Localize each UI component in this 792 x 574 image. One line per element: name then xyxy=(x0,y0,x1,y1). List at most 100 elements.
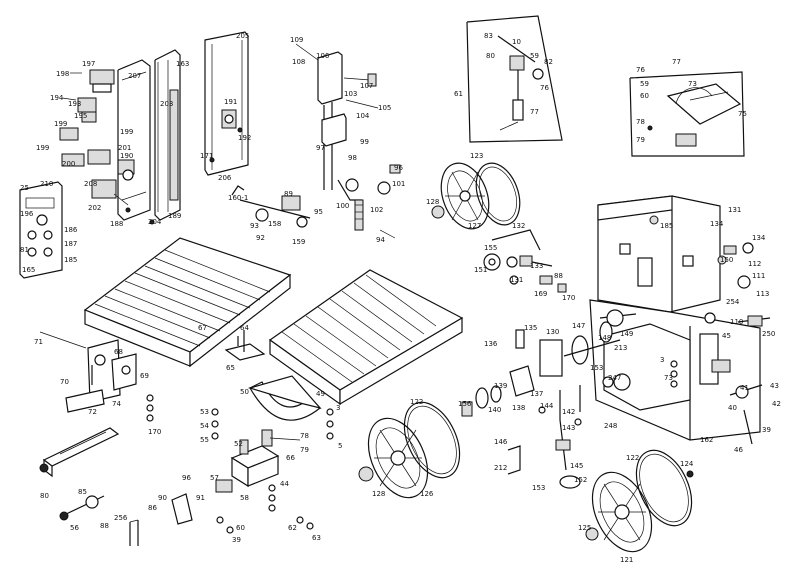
trunnion-assembly xyxy=(224,336,322,421)
part-label: 122 xyxy=(410,398,423,406)
part-label: 49 xyxy=(316,390,325,398)
part-label: 3 xyxy=(336,404,340,412)
part-label: 135 xyxy=(524,324,537,332)
part-label: 39 xyxy=(232,536,241,544)
part-label: 96 xyxy=(182,474,191,482)
part-label: 130 xyxy=(546,328,559,336)
block-202 xyxy=(91,179,117,199)
part-label: 60 xyxy=(236,524,245,532)
part-label: 131 xyxy=(510,276,523,284)
part-label: 199 xyxy=(36,144,49,152)
part-label: 191 xyxy=(224,98,237,106)
part-label: 113 xyxy=(756,290,769,298)
part-label: 165 xyxy=(22,266,35,274)
part-label: 107 xyxy=(360,82,373,90)
part-label: 106 xyxy=(316,52,330,60)
part-label: 52 xyxy=(234,440,243,448)
part-label: 156 xyxy=(458,400,472,408)
bracket-256 xyxy=(129,519,139,546)
work-table-66 xyxy=(268,269,464,406)
part-label: 153 xyxy=(590,364,603,372)
part-label: 54 xyxy=(200,422,209,430)
part-label: 73 xyxy=(664,374,673,382)
part-label: 97 xyxy=(316,144,325,152)
part-label: 188 xyxy=(110,220,123,228)
part-label: 3 xyxy=(660,356,664,364)
part-label: 71 xyxy=(34,338,43,346)
part-label: 103 xyxy=(344,90,357,98)
part-label: 63 xyxy=(312,534,321,542)
part-label: 197 xyxy=(82,60,95,68)
part-label: 212 xyxy=(494,464,507,472)
part-label: 189 xyxy=(168,212,181,220)
part-label: 169 xyxy=(534,290,547,298)
terminal-199b xyxy=(61,153,85,167)
part-label: 89 xyxy=(284,190,293,198)
part-label: 128 xyxy=(372,490,385,498)
part-label: 25 xyxy=(20,184,29,192)
part-label: 41 xyxy=(740,384,749,392)
detail-inset-75 xyxy=(629,71,745,157)
part-label: 206 xyxy=(218,174,232,182)
part-label: 109 xyxy=(290,36,303,44)
part-label: 126 xyxy=(420,490,434,498)
part-label: 162 xyxy=(700,436,713,444)
part-label: 171 xyxy=(200,152,213,160)
part-label: 68 xyxy=(114,348,123,356)
work-table-67 xyxy=(83,237,292,368)
part-label: 128 xyxy=(426,198,439,206)
part-label: 111 xyxy=(752,272,765,280)
part-label: 159 xyxy=(292,238,305,246)
part-label: 79 xyxy=(636,136,645,144)
part-label: 213 xyxy=(614,344,627,352)
mounting-plate-207 xyxy=(117,59,151,221)
part-label: 80 xyxy=(40,492,49,500)
part-label: 72 xyxy=(88,408,97,416)
part-label: 208 xyxy=(84,180,97,188)
upper-shaft-group xyxy=(483,229,567,293)
part-label: 70 xyxy=(60,378,69,386)
drive-shaft-group xyxy=(461,321,621,420)
part-label: 194 xyxy=(50,94,64,102)
part-label: 88 xyxy=(100,522,109,530)
detail-inset-81 xyxy=(466,15,563,143)
main-frame-cabinet xyxy=(589,195,771,445)
part-label: 94 xyxy=(376,236,385,244)
part-label: 151 xyxy=(474,266,487,274)
part-label: 112 xyxy=(748,260,761,268)
part-label: 104 xyxy=(356,112,370,120)
part-label: 65 xyxy=(226,364,235,372)
part-label: 248 xyxy=(604,422,617,430)
part-label: 85 xyxy=(78,488,87,496)
part-label: 139 xyxy=(494,382,507,390)
part-label: 53 xyxy=(200,408,209,416)
part-label: 92 xyxy=(256,234,265,242)
part-label: 170 xyxy=(148,428,161,436)
part-label: 93 xyxy=(250,222,259,230)
upper-wheel-assembly xyxy=(431,162,521,230)
part-label: 99 xyxy=(360,138,369,146)
part-label: 163 xyxy=(176,60,189,68)
part-label: 204 xyxy=(148,218,162,226)
part-label: 186 xyxy=(64,226,78,234)
hardware-stacks xyxy=(146,330,678,534)
part-label: 146 xyxy=(494,438,508,446)
rip-fence-80 xyxy=(39,427,120,478)
part-label: 207 xyxy=(128,72,141,80)
part-label: 83 xyxy=(484,32,493,40)
part-label: 82 xyxy=(544,58,553,66)
part-label: 192 xyxy=(238,134,251,142)
part-label: 105 xyxy=(378,104,391,112)
part-label: 69 xyxy=(140,372,149,380)
part-label: 190 xyxy=(120,152,133,160)
relay-195 xyxy=(81,111,97,123)
front-panel-210 xyxy=(19,181,63,279)
terminal-strip-203 xyxy=(154,49,181,221)
part-label: 134 xyxy=(752,234,766,242)
part-label: 185 xyxy=(660,222,673,230)
part-label: 121 xyxy=(620,556,633,564)
part-label: 147 xyxy=(572,322,585,330)
part-labels: 197 198 194 193 195 199 199 199 201 208 … xyxy=(20,32,781,564)
fence-lock-85 xyxy=(59,495,105,521)
